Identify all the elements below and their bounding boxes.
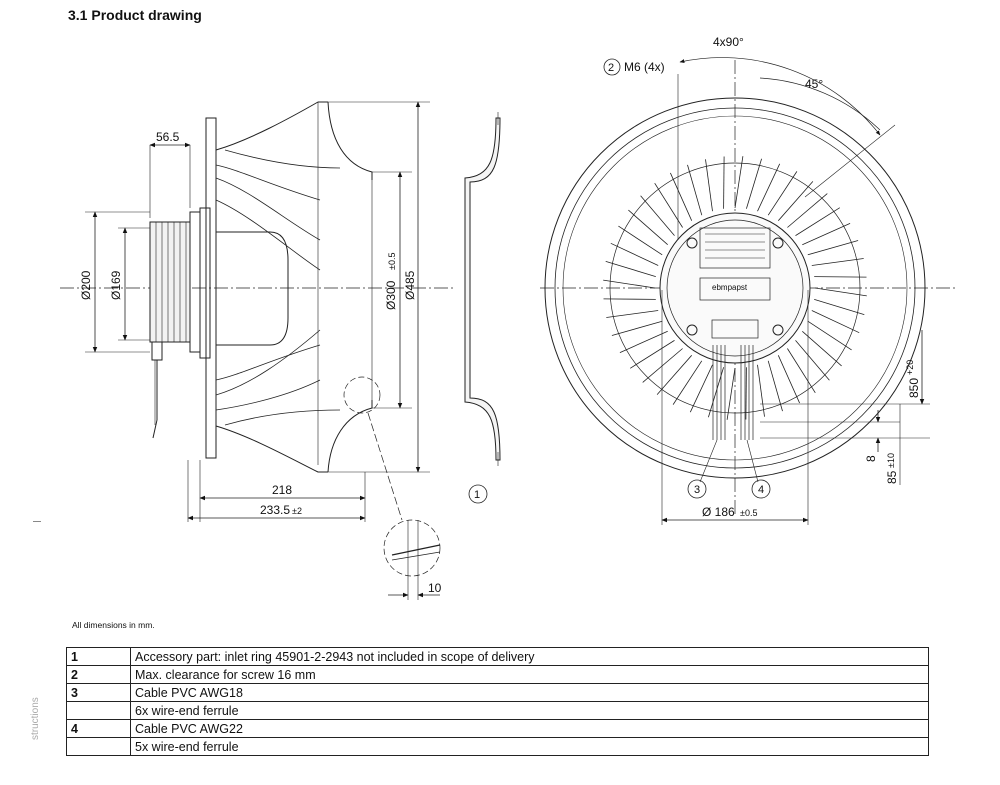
inlet-ring [464,112,501,504]
dim-300: Ø300 [384,280,398,310]
dim-485: Ø485 [403,270,417,300]
dim-10: 10 [428,581,442,595]
impeller-blade [767,171,798,216]
impeller-blade [777,181,814,221]
dim-186-tol: ±0.5 [740,508,757,518]
impeller-blade [603,279,656,289]
marker-4: 4 [758,484,764,496]
impeller-blade [814,299,865,315]
section-heading: 3.1 Product drawing [68,7,202,23]
dim-85: 85 [885,470,899,484]
dim-233-5-tol: ±2 [292,506,302,516]
marker-3: 3 [694,484,700,496]
impeller-blade [746,158,762,209]
impeller-blade [795,207,841,236]
impeller-blade [757,163,781,212]
marker-2: 2 [608,62,614,74]
impeller-blade [767,360,783,412]
impeller-blade [603,298,656,300]
impeller-blade [723,156,725,209]
impeller-blade [705,159,713,212]
dim-56-5: 56.5 [156,130,180,144]
m6-label: M6 (4x) [624,60,665,74]
brand-text: ebmpapst [712,283,748,292]
impeller-blade [745,367,747,420]
impeller-blade [640,195,675,236]
dim-218: 218 [272,483,292,497]
impeller-blade [606,310,659,318]
impeller-blade [814,276,867,278]
impeller-blade [734,156,744,209]
impeller-blade [629,340,675,369]
dim-8: 8 [864,455,878,462]
impeller-blade [787,348,816,394]
side-view-labels: 56.5 Ø200 Ø169 Ø300 ±0.5 Ø485 218 233.5 … [79,130,442,595]
dim-850-tol: +20 [905,360,915,375]
impeller-blade [811,310,860,334]
impeller-blade [689,364,713,413]
side-tick [33,521,41,522]
dim-169: Ø169 [109,270,123,300]
angle-45: 45° [805,77,823,91]
impeller-blade [687,164,703,216]
dim-850: 850 [907,378,921,398]
front-view-labels: 4x90° 45° 2 M6 (4x) ebmpapst 850 +20 8 8… [608,35,921,519]
impeller-blade [807,240,859,256]
impeller-blade [802,330,842,367]
dim-186: Ø 186 [702,505,735,519]
impeller-blade [757,364,765,417]
impeller-blade [619,330,668,353]
angle-4x90: 4x90° [713,35,744,49]
table-row: 5x wire-end ferrule [66,737,929,756]
impeller-blade [611,320,663,336]
side-text: structions [30,697,41,740]
impeller-blade [618,225,663,256]
impeller-blade [605,261,656,277]
impeller-blade [672,360,703,405]
dim-200: Ø200 [79,270,93,300]
impeller-blade [726,367,736,420]
front-view [540,57,955,525]
impeller-blade [811,258,864,266]
impeller-blade [787,193,828,228]
side-view [60,101,455,600]
impeller-blade [654,182,683,228]
impeller-blade [610,242,659,266]
table-row: 6x wire-end ferrule [66,701,929,720]
impeller-blade [807,320,852,351]
product-drawing: 56.5 Ø200 Ø169 Ø300 ±0.5 Ø485 218 233.5 … [60,35,955,600]
impeller-blade [656,355,693,395]
impeller-blade [670,172,693,221]
impeller-blade [628,209,668,246]
dimensions-note: All dimensions in mm. [72,620,155,630]
dim-300-tol: ±0.5 [387,253,397,270]
impeller-blade [814,287,867,297]
impeller-blade [795,340,830,381]
impeller-blade [777,355,800,404]
dim-233-5: 233.5 [260,503,290,517]
inlet-ring-marker: 1 [474,489,480,501]
impeller-blade [802,223,851,246]
impeller-blade [642,348,683,383]
dim-85-tol: ±10 [886,453,896,468]
